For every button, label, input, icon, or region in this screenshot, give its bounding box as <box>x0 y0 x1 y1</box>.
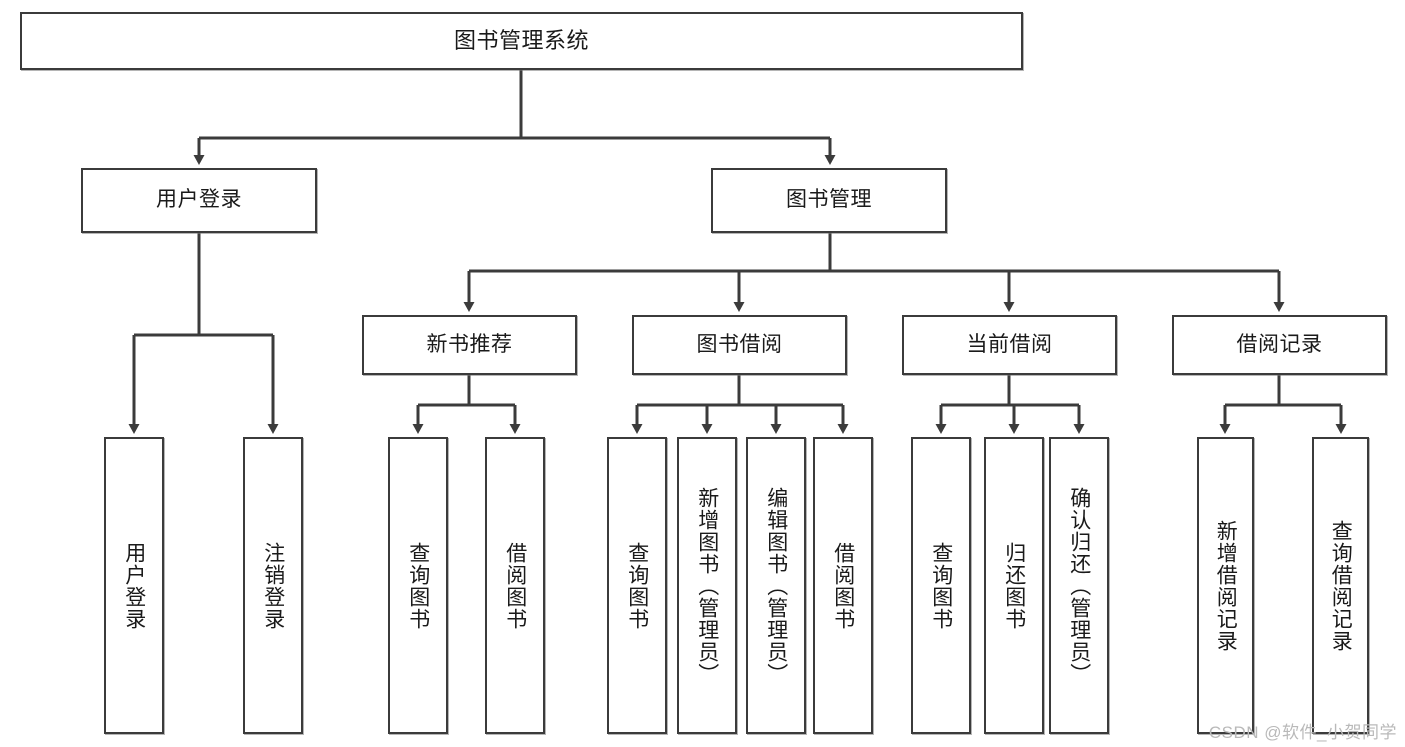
leaf-label-add-book-admin: 新增图书（管理员） <box>695 486 719 685</box>
node-borrow-record-label: 借阅记录 <box>1236 332 1323 356</box>
watermark-text: CSDN @软件_小贺同学 <box>1208 723 1397 742</box>
leaf-label-borrow-book-1: 借阅图书 <box>503 541 527 630</box>
node-book-manage[interactable]: 图书管理 <box>711 168 947 233</box>
leaf-node-borrow-book-1[interactable]: 借阅图书 <box>485 437 545 734</box>
leaf-node-query-borrow-record[interactable]: 查询借阅记录 <box>1312 437 1369 734</box>
node-current-borrow-label: 当前借阅 <box>966 332 1053 356</box>
leaf-label-return-book: 归还图书 <box>1002 541 1026 630</box>
node-new-book-recommend-label: 新书推荐 <box>426 332 513 356</box>
leaf-node-add-borrow-record[interactable]: 新增借阅记录 <box>1197 437 1254 734</box>
node-book-manage-label: 图书管理 <box>786 188 872 212</box>
leaf-node-logout[interactable]: 注销登录 <box>243 437 303 734</box>
leaf-node-query-book-1[interactable]: 查询图书 <box>388 437 448 734</box>
node-book-borrow-label: 图书借阅 <box>696 332 783 356</box>
leaf-label-edit-book-admin: 编辑图书（管理员） <box>764 486 788 685</box>
leaf-node-confirm-return-admin[interactable]: 确认归还（管理员） <box>1049 437 1109 734</box>
node-user-login[interactable]: 用户登录 <box>81 168 317 233</box>
leaf-node-edit-book-admin[interactable]: 编辑图书（管理员） <box>746 437 806 734</box>
leaf-label-add-borrow-record: 新增借阅记录 <box>1214 519 1238 652</box>
leaf-label-borrow-book-2: 借阅图书 <box>831 541 855 630</box>
leaf-label-query-book-3: 查询图书 <box>929 541 953 630</box>
leaf-node-query-book-2[interactable]: 查询图书 <box>607 437 667 734</box>
node-borrow-record[interactable]: 借阅记录 <box>1172 315 1387 375</box>
leaf-node-return-book[interactable]: 归还图书 <box>984 437 1044 734</box>
leaf-label-confirm-return-admin: 确认归还（管理员） <box>1067 486 1091 685</box>
leaf-node-add-book-admin[interactable]: 新增图书（管理员） <box>677 437 737 734</box>
node-new-book-recommend[interactable]: 新书推荐 <box>362 315 577 375</box>
leaf-label-query-borrow-record: 查询借阅记录 <box>1329 519 1353 652</box>
leaf-label-logout: 注销登录 <box>261 541 285 630</box>
node-root-label: 图书管理系统 <box>453 28 589 54</box>
leaf-label-query-book-1: 查询图书 <box>406 541 430 630</box>
node-root-system[interactable]: 图书管理系统 <box>20 12 1023 70</box>
node-book-borrow[interactable]: 图书借阅 <box>632 315 847 375</box>
node-current-borrow[interactable]: 当前借阅 <box>902 315 1117 375</box>
leaf-label-query-book-2: 查询图书 <box>625 541 649 630</box>
leaf-node-borrow-book-2[interactable]: 借阅图书 <box>813 437 873 734</box>
leaf-node-query-book-3[interactable]: 查询图书 <box>911 437 971 734</box>
leaf-label-user-login: 用户登录 <box>122 541 146 630</box>
node-user-login-label: 用户登录 <box>156 188 242 212</box>
leaf-node-user-login[interactable]: 用户登录 <box>104 437 164 734</box>
